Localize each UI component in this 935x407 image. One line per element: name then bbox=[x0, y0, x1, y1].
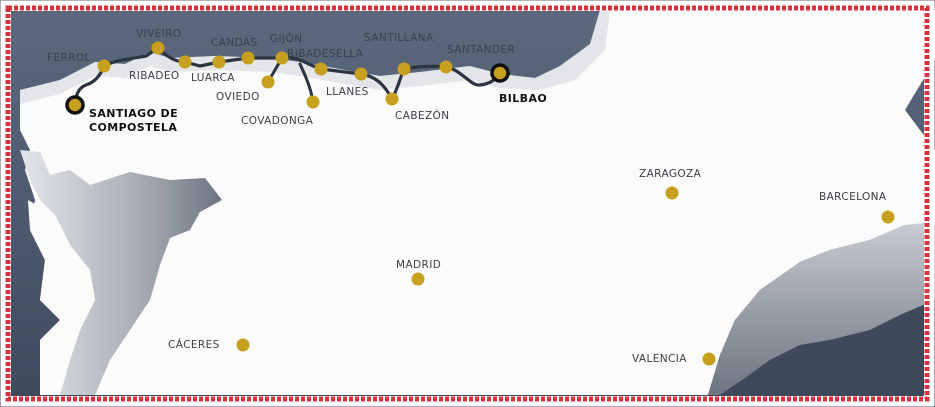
marker-viveiro[interactable] bbox=[151, 41, 165, 55]
stamp-border bbox=[5, 5, 930, 402]
label-llanes: LLANES bbox=[326, 86, 369, 98]
west-cliffs bbox=[20, 150, 222, 395]
label-santillana: SANTILLANA bbox=[364, 32, 434, 44]
marker-barcelona[interactable] bbox=[881, 210, 895, 224]
marker-santillana[interactable] bbox=[397, 62, 411, 76]
label-candas: CANDÁS bbox=[211, 37, 258, 49]
label-caceres: CÁCERES bbox=[168, 339, 220, 351]
marker-candas[interactable] bbox=[241, 51, 255, 65]
label-cabezon: CABEZÓN bbox=[395, 110, 450, 122]
label-valencia: VALENCIA bbox=[632, 353, 687, 365]
marker-caceres[interactable] bbox=[236, 338, 250, 352]
marker-santander[interactable] bbox=[439, 60, 453, 74]
label-santander: SANTANDER bbox=[447, 44, 516, 56]
marker-cabezon[interactable] bbox=[385, 92, 399, 106]
label-covadonga: COVADONGA bbox=[241, 115, 314, 127]
label-oviedo: OVIEDO bbox=[216, 91, 260, 103]
label-ferrol: FERROL bbox=[47, 52, 91, 64]
marker-oviedo[interactable] bbox=[261, 75, 275, 89]
marker-luarca[interactable] bbox=[212, 55, 226, 69]
marker-santiago[interactable] bbox=[65, 95, 85, 115]
marker-bilbao[interactable] bbox=[490, 63, 510, 83]
land-spain bbox=[20, 10, 935, 395]
label-ribadesella: RIBADESELLA bbox=[287, 48, 364, 60]
marker-valencia[interactable] bbox=[702, 352, 716, 366]
label-ribadeo: RIBADEO bbox=[129, 70, 180, 82]
label-gijon: GIJÓN bbox=[270, 33, 303, 45]
marker-zaragoza[interactable] bbox=[665, 186, 679, 200]
marker-ferrol[interactable] bbox=[97, 59, 111, 73]
label-barcelona: BARCELONA bbox=[819, 191, 887, 203]
marker-gijon[interactable] bbox=[275, 51, 289, 65]
label-luarca: LUARCA bbox=[191, 72, 235, 84]
label-santiago-line2: COMPOSTELA bbox=[89, 121, 178, 134]
label-zaragoza: ZARAGOZA bbox=[639, 168, 702, 180]
marker-llanes[interactable] bbox=[354, 67, 368, 81]
west-land-inner bbox=[28, 200, 95, 395]
marker-ribadesella[interactable] bbox=[314, 62, 328, 76]
label-madrid: MADRID bbox=[396, 259, 442, 271]
label-santiago-line1: SANTIAGO DE bbox=[89, 107, 179, 120]
label-viveiro: VIVEIRO bbox=[136, 28, 182, 40]
route-stop-markers bbox=[97, 41, 453, 109]
other-city-markers bbox=[236, 186, 895, 366]
east-cliffs bbox=[708, 222, 935, 395]
east-sea-lower bbox=[720, 300, 935, 395]
marker-ribadeo[interactable] bbox=[178, 55, 192, 69]
north-cliffs bbox=[20, 10, 610, 104]
marker-madrid[interactable] bbox=[411, 272, 425, 286]
marker-covadonga[interactable] bbox=[306, 95, 320, 109]
label-bilbao: BILBAO bbox=[499, 92, 548, 105]
label-santiago: SANTIAGO DE COMPOSTELA bbox=[89, 107, 178, 135]
